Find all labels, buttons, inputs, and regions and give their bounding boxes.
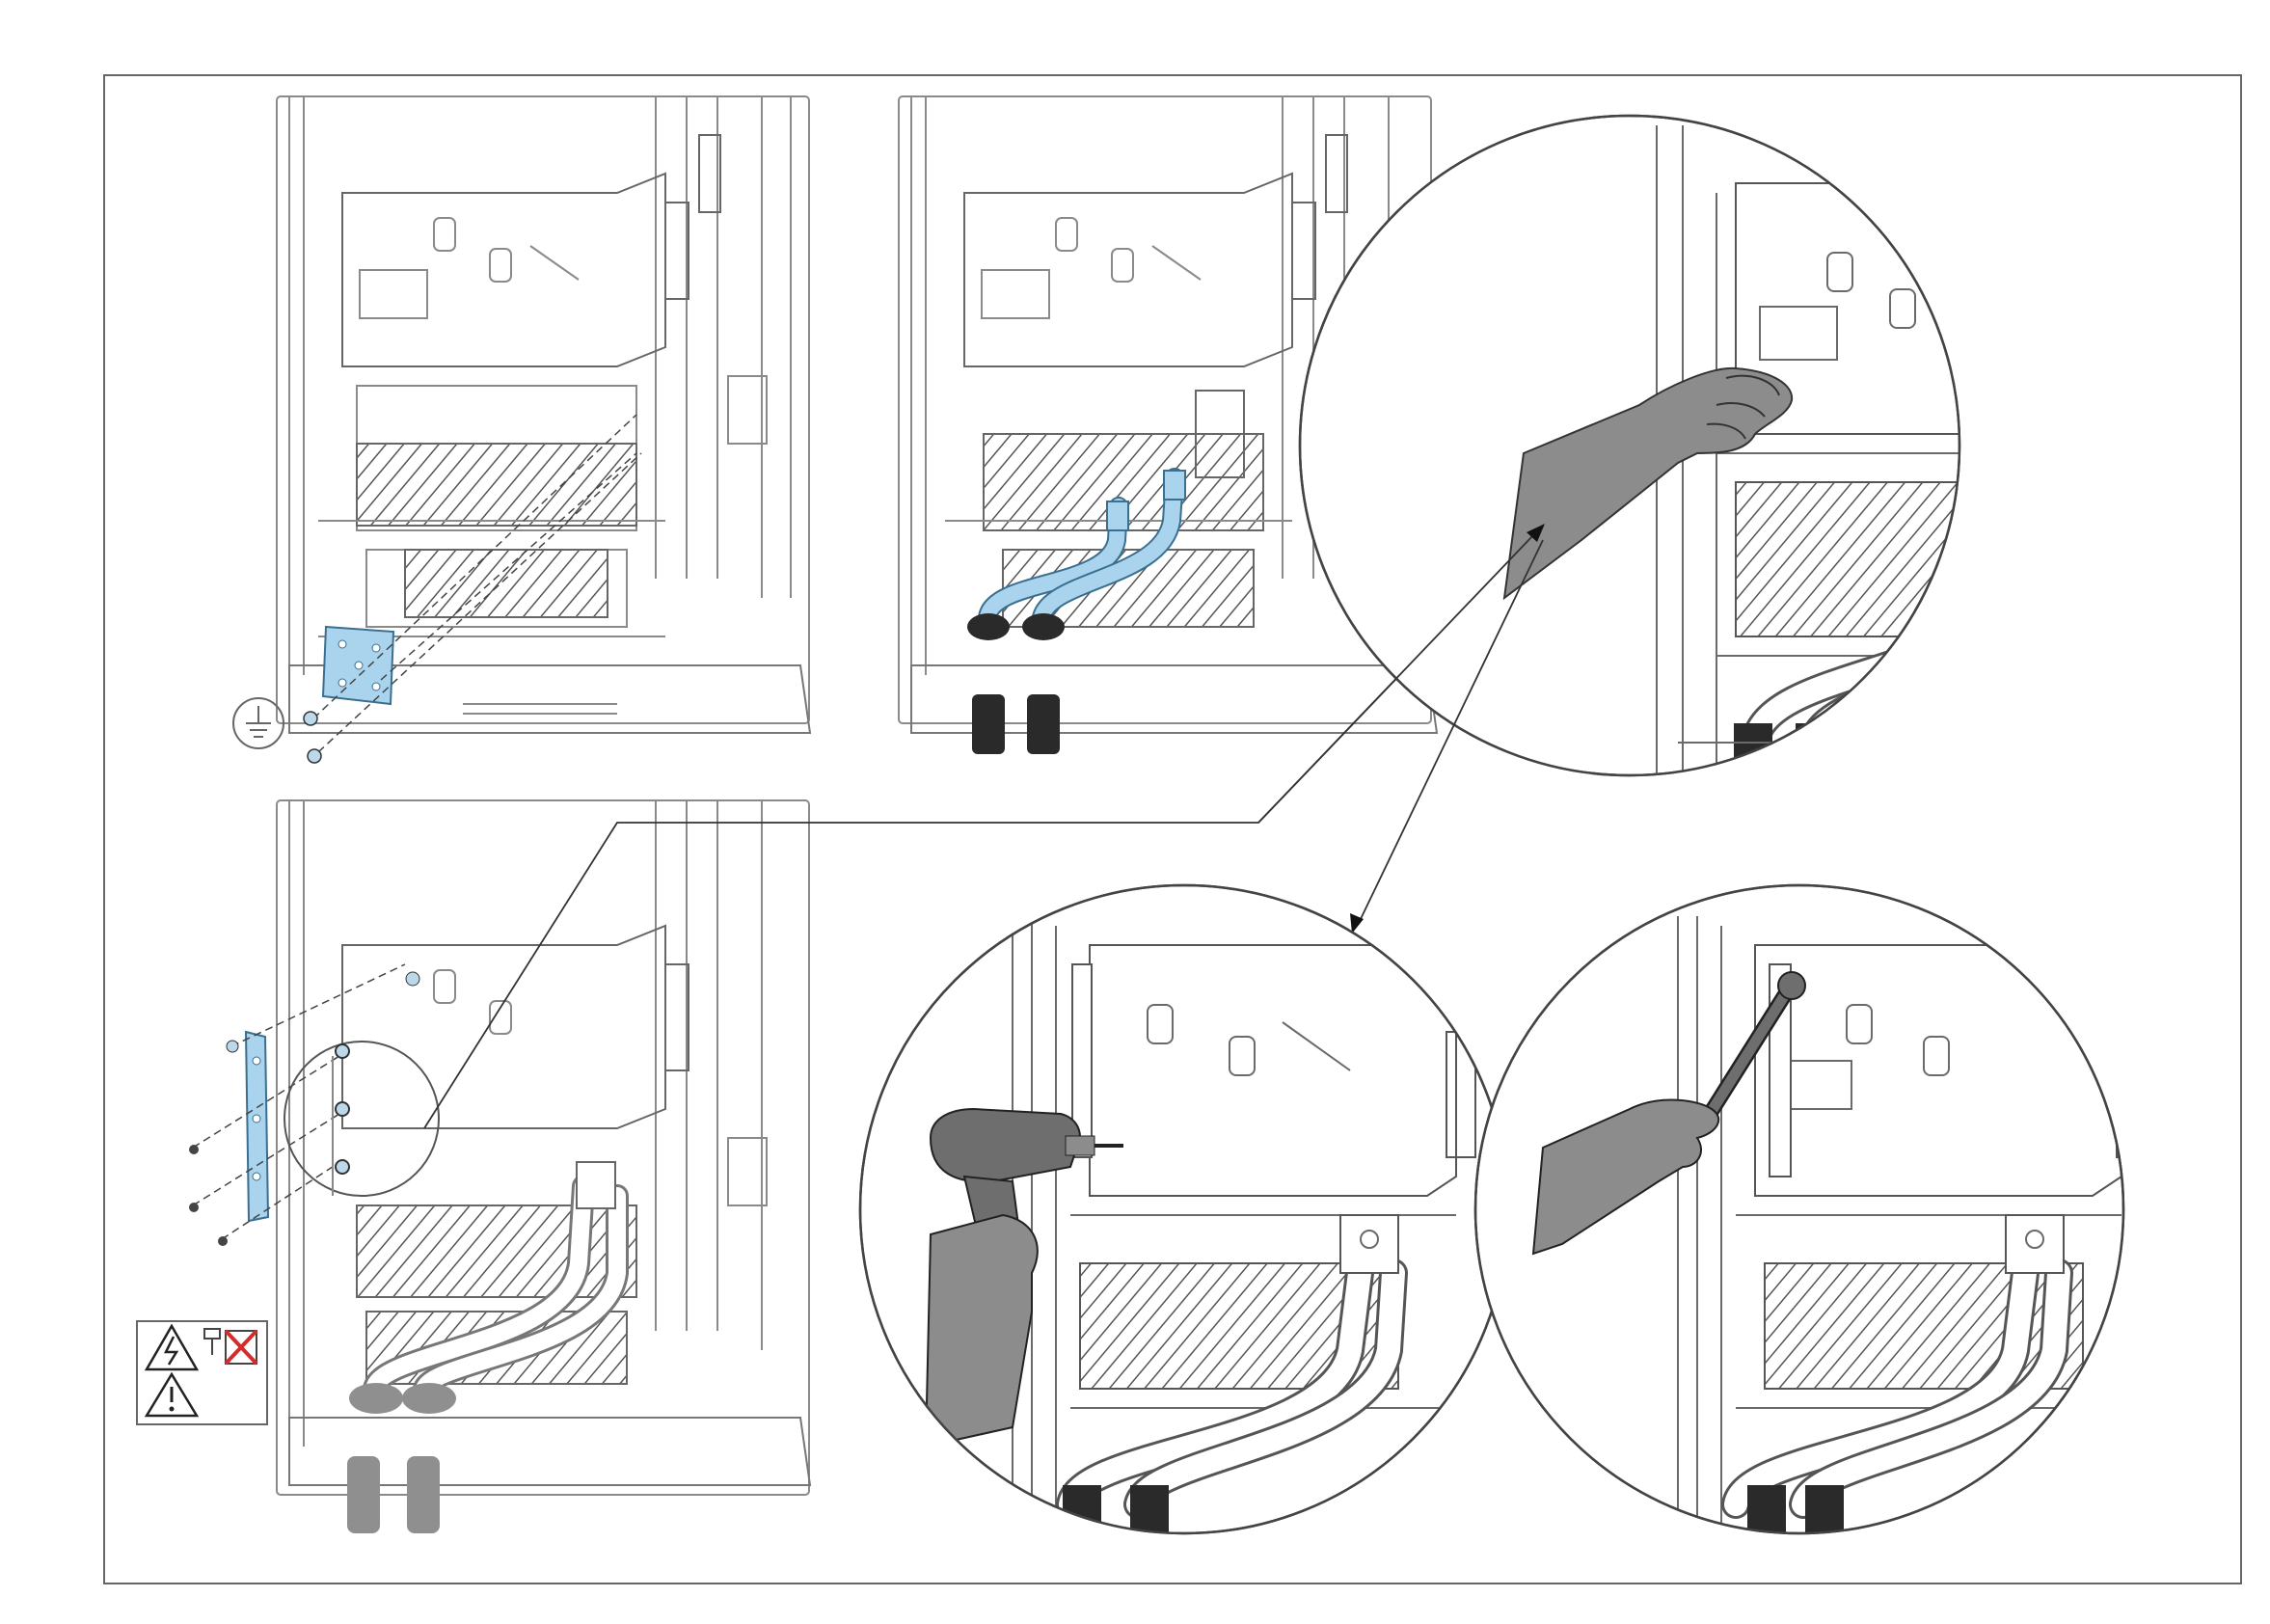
ground-bar-screws bbox=[193, 964, 405, 1239]
detail-circle-wrench-torque bbox=[1475, 885, 2146, 1553]
protective-earth-icon bbox=[233, 698, 284, 748]
detail-circle-drill-screwing bbox=[860, 885, 1508, 1553]
step-4-detail-lens bbox=[284, 1042, 439, 1196]
ground-bar bbox=[246, 1032, 268, 1221]
warning-box bbox=[137, 1321, 267, 1424]
detail-circle-hand-tightening bbox=[1300, 116, 2131, 791]
